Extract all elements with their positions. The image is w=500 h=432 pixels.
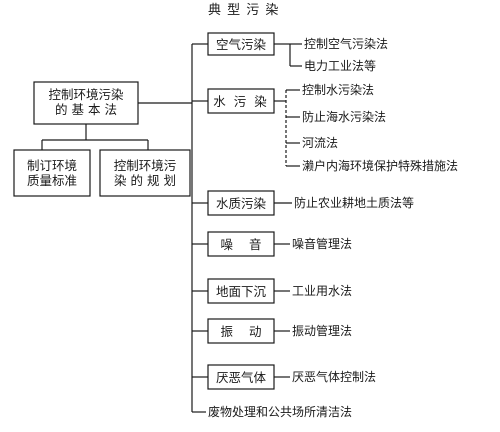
sub-box-left [13,149,91,197]
law-air-2: 电力工业法等 [304,59,377,73]
law-vibration-1: 振动管理法 [292,324,353,338]
root-label-line1: 控制环境污染 [48,87,124,102]
sub-box-left-label: 制订环境 质量标准 [14,158,90,188]
root-label-line2: 的 基 本 法 [55,102,117,117]
sub-left-line2: 质量标准 [26,173,77,188]
law-subsidence-1: 工业用水法 [292,284,353,298]
sub-box-right [99,149,191,197]
category-label-water-quality: 水质污染 [215,196,266,211]
sub-right-line1: 控制环境污 [113,158,177,173]
law-water-1: 控制水污染法 [302,83,375,97]
category-label-water: 水 污 染 [213,94,269,109]
category-label-subsidence: 地面下沉 [215,284,266,299]
law-water-4: 濑户内海环境保护特殊措施法 [302,159,459,173]
law-odor-1: 厌恶气体控制法 [292,370,377,384]
law-noise-1: 噪音管理法 [292,237,353,251]
law-water-3: 河流法 [302,136,339,150]
last-item-waste-law: 废物处理和公共场所清洁法 [208,405,353,419]
category-label-noise: 噪 音 [220,237,262,252]
category-label-vibration: 振 动 [220,324,262,339]
category-label-odor: 厌恶气体 [215,370,266,385]
category-label-air: 空气污染 [215,37,266,52]
law-water-quality-1: 防止农业耕地土质法等 [294,196,415,210]
sub-box-right-label: 控制环境污 染 的 规 划 [100,158,190,188]
sub-right-line2: 染 的 规 划 [114,173,176,188]
law-air-1: 控制空气污染法 [304,37,389,51]
root-box-label: 控制环境污染 的 基 本 法 [34,87,138,117]
diagram-title: 典 型 污 染 [208,3,280,18]
sub-left-line1: 制订环境 [26,158,77,173]
law-water-2: 防止海水污染法 [302,110,387,124]
